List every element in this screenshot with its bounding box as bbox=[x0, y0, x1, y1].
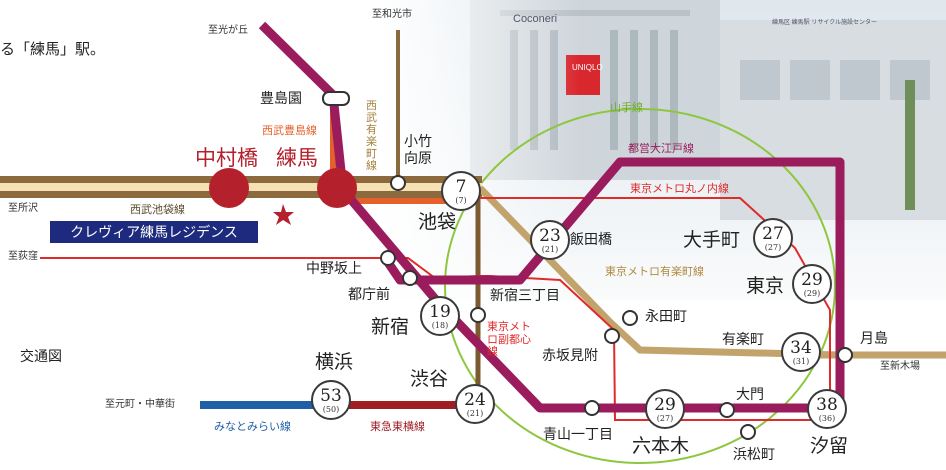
time-badge-yokohama: 53(50) bbox=[311, 380, 351, 420]
label-yurakucho: 東京メトロ有楽町線 bbox=[605, 265, 704, 278]
time-shibuya: 24 bbox=[464, 390, 486, 410]
label-fukutoshin: 東京メトロ副都心線 bbox=[487, 320, 531, 359]
time-badge-shibuya: 24(21) bbox=[455, 384, 495, 424]
station-otemachi: 大手町 bbox=[683, 229, 741, 251]
time-shibuya-reduced: (21) bbox=[466, 409, 484, 418]
facility-sign: 練馬区 練馬駅 リサイクル施設センター bbox=[772, 18, 877, 26]
dir-ogikubo: 至荻窪 bbox=[8, 251, 38, 262]
dir-motomachi: 至元町・中華街 bbox=[105, 399, 175, 410]
mall-sign: Coconeri bbox=[513, 13, 557, 25]
time-otemachi-reduced: (27) bbox=[764, 243, 782, 252]
time-yurakucho-reduced: (31) bbox=[792, 357, 810, 366]
station-yurakucho: 有楽町 bbox=[722, 332, 764, 348]
uniqlo-text: UNIQLO bbox=[572, 63, 603, 72]
time-badge-shinjuku: 19(18) bbox=[420, 296, 460, 336]
dir-tokorozawa: 至所沢 bbox=[8, 203, 38, 214]
station-nakano-sakaue: 中野坂上 bbox=[306, 261, 362, 277]
station-iidabashi: 飯田橋 bbox=[570, 232, 612, 248]
time-ikebukuro-reduced: (7) bbox=[455, 196, 467, 205]
label-seibu-yurakucho: 西武有楽町線 bbox=[366, 99, 377, 173]
kotake-station-dot bbox=[390, 175, 406, 191]
station-shinjuku-sanchome: 新宿三丁目 bbox=[490, 288, 560, 304]
tsukishima-station-dot bbox=[837, 347, 853, 363]
time-badge-otemachi: 27(27) bbox=[753, 218, 793, 258]
time-tokyo-reduced: (29) bbox=[803, 289, 821, 298]
station-daimon: 大門 bbox=[736, 387, 764, 403]
time-tokyo: 29 bbox=[801, 270, 823, 290]
time-shinjuku-reduced: (18) bbox=[431, 321, 449, 330]
time-badge-yurakucho: 34(31) bbox=[781, 332, 821, 372]
label-seibu-toshima: 西武豊島線 bbox=[262, 124, 317, 137]
station-nagatacho: 永田町 bbox=[645, 309, 687, 325]
time-yurakucho: 34 bbox=[790, 338, 812, 358]
residence-banner: クレヴィア練馬レジデンス bbox=[50, 221, 258, 243]
time-shiodome: 38 bbox=[816, 395, 838, 415]
shinjuku-sanchome-station-dot bbox=[470, 307, 486, 323]
station-nakamurabashi: 中村橋 bbox=[195, 146, 258, 170]
label-oedo: 都営大江戸線 bbox=[628, 142, 694, 155]
nakamurabashi-marker bbox=[209, 168, 249, 208]
time-yokohama-reduced: (50) bbox=[322, 405, 340, 414]
time-iidabashi: 23 bbox=[539, 226, 561, 246]
station-toshimaen: 豊島園 bbox=[260, 91, 302, 107]
station-shibuya: 渋谷 bbox=[410, 368, 449, 390]
label-marunouchi: 東京メトロ丸ノ内線 bbox=[630, 182, 729, 195]
toshimaen-station-dot bbox=[322, 91, 350, 106]
intro-text: る「練馬」駅。 bbox=[0, 40, 106, 58]
time-badge-iidabashi: 23(21) bbox=[530, 220, 570, 260]
time-badge-shiodome: 38(36) bbox=[807, 389, 847, 429]
nakano-sakaue-station-dot bbox=[380, 250, 396, 266]
time-otemachi: 27 bbox=[762, 224, 784, 244]
dir-hikarigaoka: 至光が丘 bbox=[208, 25, 248, 36]
daimon-station-dot bbox=[719, 402, 735, 418]
dir-shinkiba: 至新木場 bbox=[880, 361, 920, 372]
label-toyoko: 東急東横線 bbox=[370, 420, 425, 433]
station-shiodome: 汐留 bbox=[810, 435, 849, 457]
station-tochomae: 都庁前 bbox=[348, 287, 390, 303]
station-tsukishima: 月島 bbox=[860, 331, 888, 347]
station-nerima: 練馬 bbox=[276, 146, 318, 170]
station-yokohama: 横浜 bbox=[315, 351, 354, 373]
label-seibu-ikebukuro: 西武池袋線 bbox=[130, 203, 185, 216]
time-roppongi-reduced: (27) bbox=[656, 414, 674, 423]
time-roppongi: 29 bbox=[654, 395, 676, 415]
nagatacho-station-dot bbox=[622, 310, 638, 326]
station-roppongi: 六本木 bbox=[632, 435, 690, 457]
time-badge-roppongi: 29(27) bbox=[645, 389, 685, 429]
akasaka-station-dot bbox=[604, 328, 620, 344]
station-ikebukuro: 池袋 bbox=[418, 211, 457, 233]
time-yokohama: 53 bbox=[320, 386, 342, 406]
station-aoyama: 青山一丁目 bbox=[543, 427, 613, 443]
label-yamanote: 山手線 bbox=[610, 101, 643, 114]
station-akasaka: 赤坂見附 bbox=[542, 348, 598, 364]
station-shinjuku: 新宿 bbox=[371, 316, 410, 338]
time-ikebukuro: 7 bbox=[455, 177, 467, 197]
label-minatomirai: みなとみらい線 bbox=[214, 420, 291, 433]
map-title: 交通図 bbox=[20, 349, 62, 365]
hamamatsucho-station-dot bbox=[740, 424, 756, 440]
aoyama-station-dot bbox=[584, 400, 600, 416]
nerima-marker bbox=[317, 168, 357, 208]
station-kotake: 小竹向原 bbox=[404, 134, 432, 167]
time-shinjuku: 19 bbox=[429, 302, 451, 322]
station-hamamatsucho: 浜松町 bbox=[733, 447, 775, 463]
station-tokyo: 東京 bbox=[746, 275, 785, 297]
yamanote-line bbox=[444, 108, 836, 464]
dir-wakoshi: 至和光市 bbox=[372, 9, 412, 20]
residence-star-icon bbox=[273, 204, 294, 225]
time-badge-tokyo: 29(29) bbox=[792, 264, 832, 304]
time-badge-ikebukuro: 7(7) bbox=[441, 171, 481, 211]
time-shiodome-reduced: (36) bbox=[818, 414, 836, 423]
time-iidabashi-reduced: (21) bbox=[541, 245, 559, 254]
tochomae-station-dot bbox=[402, 270, 418, 286]
